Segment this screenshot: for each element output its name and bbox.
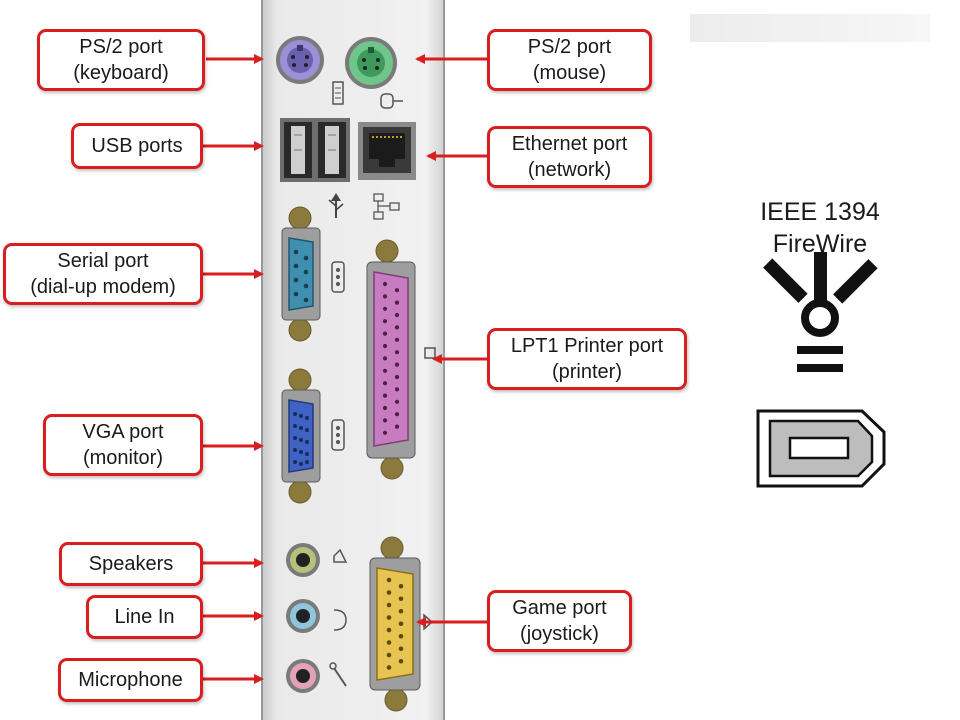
- label-microphone: Microphone: [58, 658, 203, 702]
- pin: [382, 281, 388, 287]
- label-lpt1-line1: LPT1 Printer port: [510, 335, 664, 357]
- ps2-mouse-port: [345, 37, 397, 89]
- speakers-jack: [286, 543, 320, 577]
- label-game: Game port (joystick): [487, 590, 632, 652]
- pin: [386, 615, 392, 620]
- pin: [398, 633, 404, 639]
- label-ps2-keyboard: PS/2 port (keyboard): [37, 29, 205, 91]
- label-line-in: Line In: [86, 595, 203, 639]
- label-lpt1-line2: (printer): [551, 361, 622, 383]
- pin: [386, 640, 392, 645]
- microphone-jack: [286, 659, 320, 693]
- label-ps2-keyboard-line1: PS/2 port: [79, 36, 163, 58]
- lpt1-port: [366, 239, 416, 480]
- arrows: [203, 54, 487, 684]
- label-vga-line2: (monitor): [82, 447, 163, 469]
- label-ethernet-line2: (network): [527, 159, 612, 181]
- serial-port: [281, 206, 321, 342]
- pin: [382, 356, 388, 361]
- pin: [386, 665, 392, 670]
- ethernet-port: [358, 122, 416, 180]
- pin: [386, 602, 392, 608]
- top-gray-bar: [690, 14, 930, 42]
- pin: [394, 300, 400, 305]
- pin: [382, 331, 388, 336]
- pin: [382, 306, 388, 311]
- label-ethernet-line1: Ethernet port: [511, 133, 628, 155]
- vga-port: [281, 368, 321, 504]
- speaker-icon: [333, 548, 348, 563]
- label-speakers: Speakers: [59, 542, 203, 586]
- firewire-logo: [763, 252, 878, 372]
- label-ps2-mouse: PS/2 port (mouse): [487, 29, 652, 91]
- pin: [398, 596, 404, 602]
- label-microphone-line1: Microphone: [78, 669, 183, 691]
- serial-icon: [331, 261, 345, 293]
- label-usb-line1: USB ports: [91, 135, 183, 157]
- label-usb: USB ports: [71, 123, 203, 169]
- pin: [398, 608, 404, 614]
- keyboard-icon: [332, 81, 344, 105]
- label-speakers-line1: Speakers: [88, 553, 174, 575]
- label-vga-line1: VGA port: [82, 421, 164, 443]
- pin: [394, 399, 400, 404]
- printer-icon: [424, 347, 436, 359]
- pin: [394, 350, 400, 355]
- label-serial: Serial port (dial-up modem): [3, 243, 203, 305]
- pin: [398, 646, 404, 652]
- pin: [382, 393, 388, 398]
- pin: [394, 337, 400, 342]
- pin: [382, 343, 388, 349]
- label-ps2-mouse-line2: (mouse): [532, 62, 607, 84]
- pin: [386, 627, 392, 633]
- label-ps2-mouse-line1: PS/2 port: [527, 36, 612, 58]
- game-port: [369, 536, 421, 712]
- pin: [398, 583, 404, 589]
- firewire-title: IEEE 1394 FireWire: [740, 196, 900, 260]
- pin: [394, 362, 400, 367]
- pin: [394, 288, 400, 293]
- pin: [382, 294, 388, 299]
- ps2-keyboard-port: [276, 36, 324, 84]
- pin: [382, 319, 388, 324]
- pin: [386, 590, 392, 595]
- line-in-jack: [286, 599, 320, 633]
- pin: [382, 430, 388, 435]
- network-icon: [373, 193, 400, 220]
- pin: [382, 418, 388, 423]
- pin: [394, 412, 400, 417]
- label-ethernet: Ethernet port (network): [487, 126, 652, 188]
- pin: [394, 312, 400, 318]
- label-serial-line1: Serial port: [57, 250, 149, 272]
- pin: [382, 405, 388, 411]
- label-ps2-keyboard-line2: (keyboard): [73, 62, 169, 84]
- label-lpt1: LPT1 Printer port (printer): [487, 328, 687, 390]
- pin: [394, 325, 400, 330]
- label-game-line2: (joystick): [520, 623, 599, 645]
- pin: [382, 381, 388, 386]
- usb-icon: [328, 193, 344, 218]
- firewire-connector: [756, 409, 886, 488]
- label-serial-line2: (dial-up modem): [30, 276, 176, 298]
- pin: [394, 387, 400, 392]
- vga-icon: [331, 419, 345, 451]
- mouse-icon: [380, 93, 403, 109]
- pin: [398, 658, 404, 664]
- pin: [382, 368, 388, 373]
- firewire-title-line1: IEEE 1394: [760, 198, 880, 226]
- line-in-icon: [333, 609, 347, 631]
- label-vga: VGA port (monitor): [43, 414, 203, 476]
- microphone-icon: [329, 662, 347, 687]
- pin: [394, 374, 400, 380]
- pin: [386, 577, 392, 583]
- pin: [386, 652, 392, 658]
- label-line-in-line1: Line In: [114, 606, 175, 628]
- label-game-line1: Game port: [512, 597, 607, 619]
- pin: [394, 424, 400, 429]
- usb-ports: [280, 118, 350, 182]
- firewire-title-line2: FireWire: [772, 230, 868, 258]
- pin: [398, 621, 404, 627]
